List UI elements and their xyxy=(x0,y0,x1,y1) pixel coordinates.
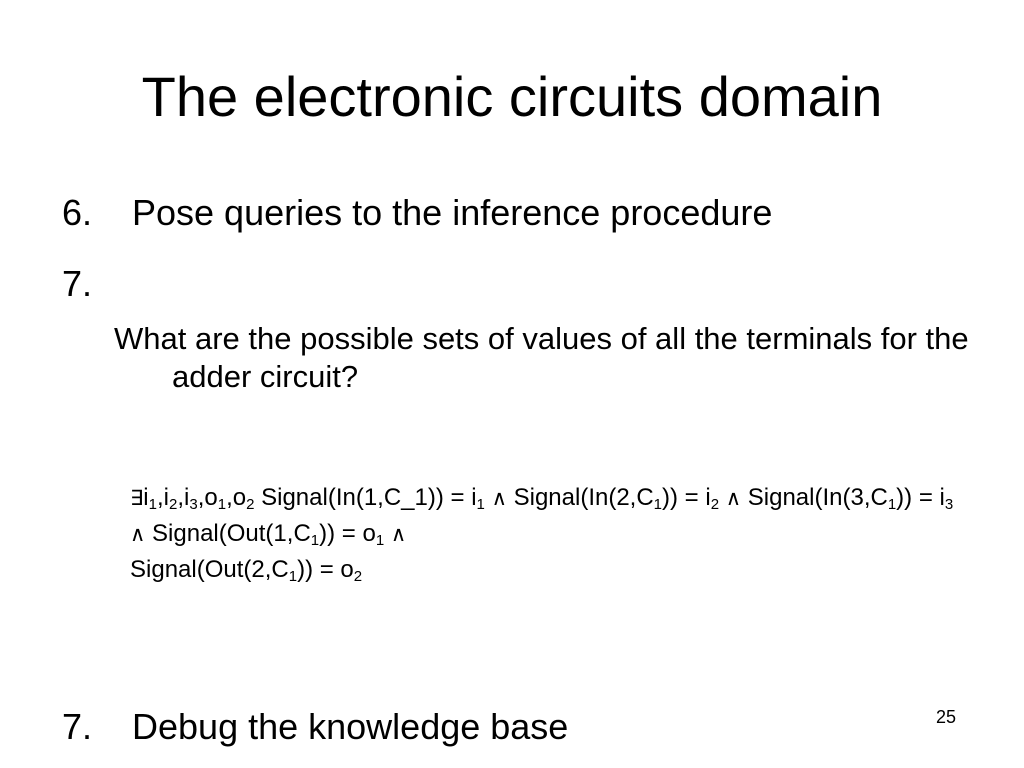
list-item-7: 7. xyxy=(62,262,132,306)
and-symbol: ∧ xyxy=(491,486,507,510)
list-item-number: 7. xyxy=(62,706,93,747)
list-item-text: Debug the knowledge base xyxy=(132,706,569,747)
list-item-number: 7. xyxy=(62,263,93,304)
and-symbol: ∧ xyxy=(390,522,407,546)
list-item-6: 6. Pose queries to the inference procedur… xyxy=(62,191,772,235)
and-symbol: ∧ xyxy=(725,486,742,510)
sub-point-question: What are the possible sets of values of … xyxy=(114,321,969,394)
page-number: 25 xyxy=(936,707,957,727)
list-item-7-debug: 7. Debug the knowledge base xyxy=(62,705,568,749)
list-item-number: 6. xyxy=(62,192,93,233)
logic-formula: ∃i1,i2,i3,o1,o2 Signal(In(1,C_1)) = i1 ∧… xyxy=(130,484,954,585)
and-symbol: ∧ xyxy=(130,522,146,546)
exists-symbol: ∃ xyxy=(130,486,144,510)
list-item-text: Pose queries to the inference procedure xyxy=(132,192,773,233)
slide-title: The electronic circuits domain xyxy=(141,65,883,128)
